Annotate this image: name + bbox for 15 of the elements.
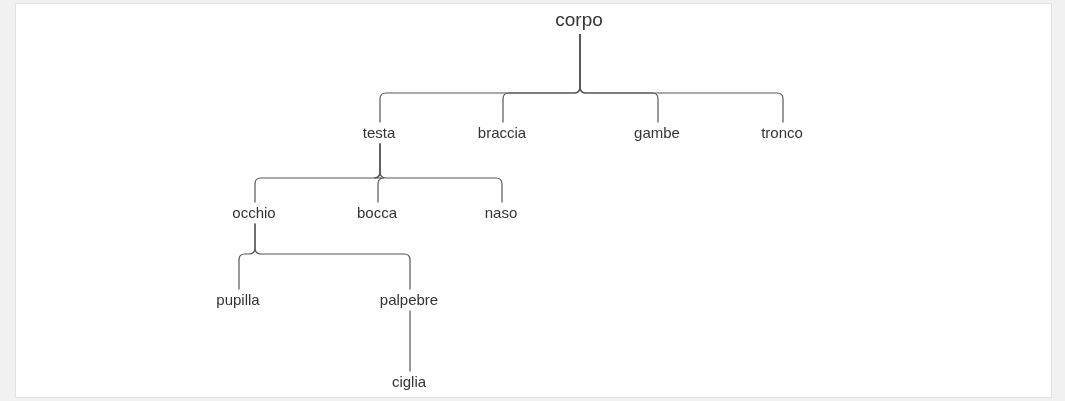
node-label: ciglia xyxy=(388,370,430,392)
node-label: tronco xyxy=(758,121,806,143)
node-label: braccia xyxy=(474,121,530,143)
node-label: testa xyxy=(359,121,399,143)
node-label: gambe xyxy=(631,121,683,143)
node-label: bocca xyxy=(354,201,400,223)
node-label: palpebre xyxy=(376,288,442,310)
tree-connector xyxy=(254,222,411,291)
tree-connector xyxy=(579,33,784,124)
node-label: occhio xyxy=(229,201,279,223)
tree-connector xyxy=(379,142,503,204)
node-label: pupilla xyxy=(213,288,263,310)
node-label: naso xyxy=(481,201,521,223)
node-label: corpo xyxy=(552,7,606,33)
tree-connector xyxy=(409,309,411,373)
